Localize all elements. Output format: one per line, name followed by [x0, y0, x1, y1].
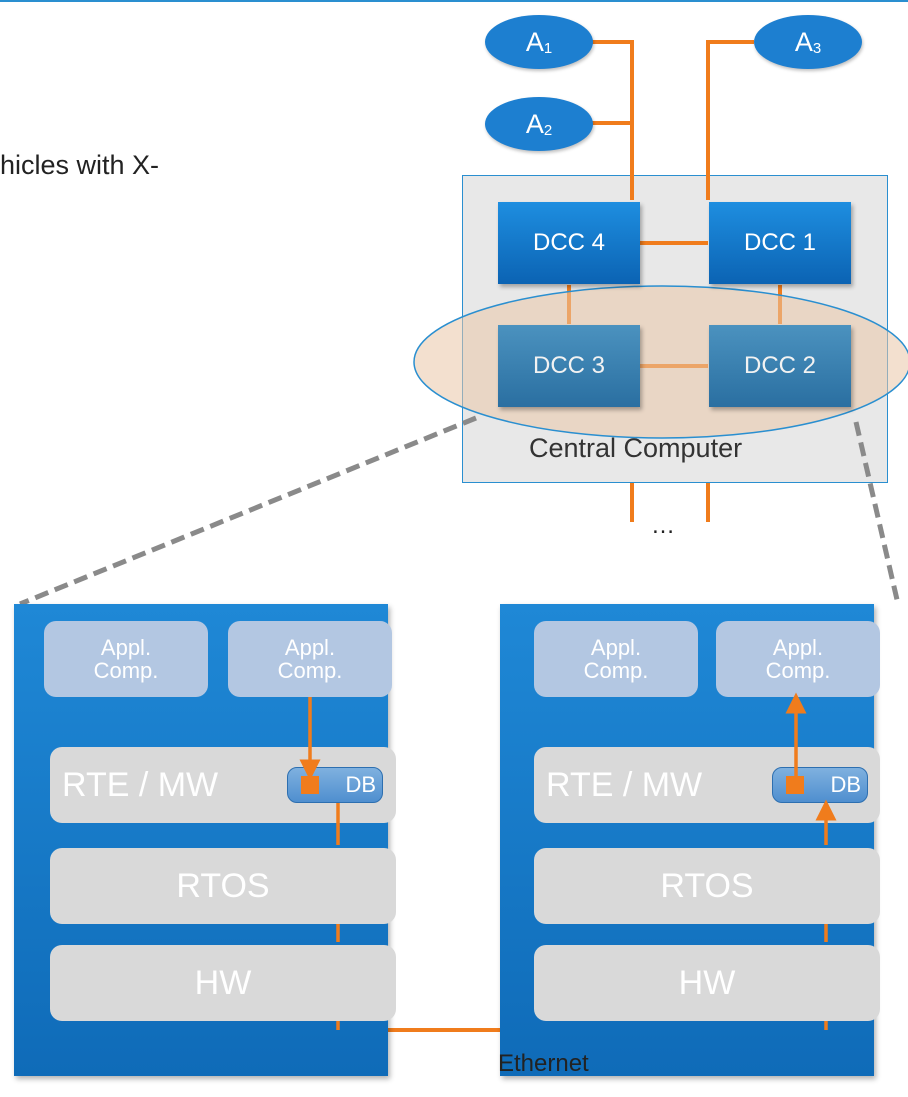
ecu-right-appl-comp-1: Appl. Comp.	[534, 621, 698, 697]
ecu-right-appl-comp-2: Appl. Comp.	[716, 621, 880, 697]
actor-a3-subscript: 3	[812, 39, 822, 57]
actor-a2-label: A	[525, 108, 544, 139]
ecu-left-db-port	[301, 776, 319, 794]
dcc-3: DCC 3	[498, 325, 640, 407]
central-computer-label: Central Computer	[529, 433, 743, 463]
ethernet-label: Ethernet	[498, 1050, 589, 1077]
dcc-2: DCC 2	[709, 325, 851, 407]
dcc-1: DCC 1	[709, 202, 851, 284]
top-rule	[0, 0, 908, 2]
continuation-ellipsis: …	[651, 512, 675, 539]
actor-a3-label: A	[794, 26, 813, 57]
zoom-line-left	[19, 415, 477, 607]
ecu-right-db-port	[786, 776, 804, 794]
zoom-line-right	[853, 421, 901, 605]
actor-a2-subscript: 2	[543, 121, 553, 139]
cut-off-text: hicles with X-	[0, 150, 160, 180]
ecu-left-hw-layer: HW	[50, 945, 396, 1021]
ecu-left-rtos-layer: RTOS	[50, 848, 396, 924]
wire-a3	[706, 40, 754, 200]
wire-a1	[592, 40, 634, 200]
ecu-left-db-label: DB	[345, 772, 376, 797]
ecu-right-rtos-layer: RTOS	[534, 848, 880, 924]
ecu-right-hw-layer: HW	[534, 945, 880, 1021]
actor-a1-label: A	[525, 26, 544, 57]
dcc-4: DCC 4	[498, 202, 640, 284]
actor-a1-subscript: 1	[543, 39, 553, 57]
ecu-left-appl-comp-2: Appl. Comp.	[228, 621, 392, 697]
ecu-left-appl-comp-1: Appl. Comp.	[44, 621, 208, 697]
ecu-right-db-label: DB	[830, 772, 861, 797]
